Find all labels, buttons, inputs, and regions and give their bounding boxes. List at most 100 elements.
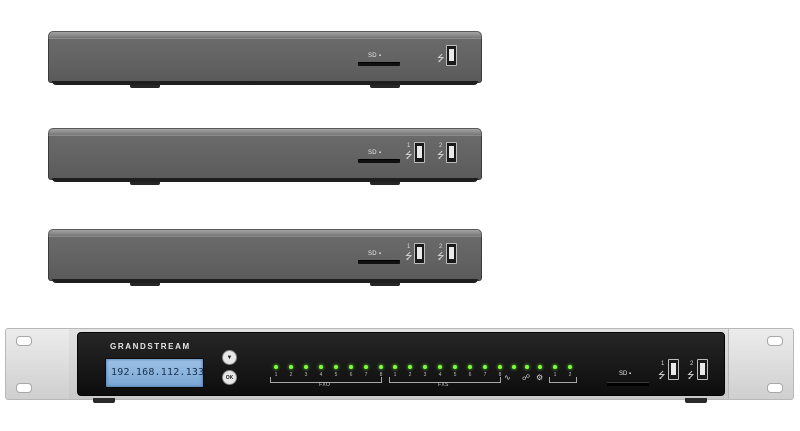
- usb-icon: ⭍: [437, 53, 445, 63]
- down-button[interactable]: ▼: [222, 350, 237, 365]
- ethernet-link-icon: ⚙: [536, 373, 544, 382]
- unit-foot: [370, 85, 400, 88]
- sd-card-slot[interactable]: [358, 159, 400, 163]
- unit-base: [52, 81, 478, 85]
- usb-port-number: 1: [407, 244, 411, 250]
- fxo-led-4: [319, 365, 323, 369]
- rack-ear-left: [5, 328, 71, 400]
- fxs-port-number: 5: [453, 372, 457, 378]
- unit-front-face: [48, 236, 482, 281]
- fxo-port-number: 4: [319, 372, 323, 378]
- usb-port-number: 1: [407, 143, 411, 149]
- fxs-port-number: 1: [393, 372, 397, 378]
- unit-foot: [130, 182, 160, 185]
- mount-hole: [16, 383, 32, 393]
- fxs-bracket: [389, 377, 501, 383]
- unit-foot: [370, 283, 400, 286]
- ok-button[interactable]: OK: [222, 370, 237, 385]
- usb-icon: ⭍: [405, 150, 413, 160]
- fxo-led-1: [274, 365, 278, 369]
- unit-top-edge: [48, 31, 482, 39]
- fxs-port-number: 7: [483, 372, 487, 378]
- sd-card-slot[interactable]: [358, 260, 400, 264]
- unit-foot: [130, 85, 160, 88]
- chevron-down-icon: ▼: [226, 354, 233, 361]
- fxs-led-3: [423, 365, 427, 369]
- rack-foot: [685, 398, 707, 403]
- network-led: [525, 365, 529, 369]
- fxs-led-4: [438, 365, 442, 369]
- fxs-led-2: [408, 365, 412, 369]
- usb-icon: ⭍: [437, 251, 445, 261]
- unit-top-edge: [48, 229, 482, 237]
- fxs-led-8: [498, 365, 502, 369]
- fxs-led-6: [468, 365, 472, 369]
- usb-icon: ⭍: [658, 370, 666, 380]
- fxs-led-5: [453, 365, 457, 369]
- usb-port[interactable]: [446, 45, 457, 66]
- sd-slot-label: SD ▪: [619, 371, 632, 377]
- signal-wave-icon: ∿: [504, 373, 511, 382]
- fxo-led-8: [379, 365, 383, 369]
- usb-icon: ⭍: [687, 370, 695, 380]
- fxs-port-number: 3: [423, 372, 427, 378]
- sd-slot-label: SD ▪: [368, 251, 382, 257]
- usb-port-1[interactable]: [414, 243, 425, 264]
- rack-ear-right: [728, 328, 794, 400]
- usb-port-1[interactable]: [414, 142, 425, 163]
- sd-slot-label: SD ▪: [368, 53, 382, 59]
- fxo-led-6: [349, 365, 353, 369]
- status-led: [512, 365, 516, 369]
- fxo-port-number: 3: [304, 372, 308, 378]
- desktop-unit-3: SD ▪ 1 ⭍ 2 ⭍: [48, 229, 482, 287]
- usb-port-2[interactable]: [446, 142, 457, 163]
- unit-foot: [370, 182, 400, 185]
- unit-foot: [130, 283, 160, 286]
- rack-mount-unit: GRANDSTREAM 192.168.112.133 ▼ OK FXO FXS…: [5, 328, 794, 408]
- network-icon: ☍: [522, 373, 531, 382]
- usb-port-2[interactable]: [697, 359, 708, 380]
- desktop-unit-1: SD ▪ ⭍: [48, 31, 482, 89]
- fxs-port-number: 6: [468, 372, 472, 378]
- sd-slot-label: SD ▪: [368, 150, 382, 156]
- fxo-port-number: 1: [274, 372, 278, 378]
- fxo-led-7: [364, 365, 368, 369]
- eth-port-number: 2: [568, 372, 572, 378]
- mount-hole: [16, 336, 32, 346]
- fxo-port-number: 5: [334, 372, 338, 378]
- unit-front-face: [48, 38, 482, 83]
- rack-front-panel: GRANDSTREAM 192.168.112.133 ▼ OK FXO FXS…: [77, 332, 725, 396]
- usb-port-1[interactable]: [668, 359, 679, 380]
- fxs-led-7: [483, 365, 487, 369]
- fxo-bracket: [270, 377, 382, 383]
- fxs-port-number: 4: [438, 372, 442, 378]
- usb-icon: ⭍: [405, 251, 413, 261]
- desktop-unit-2: SD ▪ 1 ⭍ 2 ⭍: [48, 128, 482, 186]
- sd-card-slot[interactable]: [358, 62, 400, 66]
- unit-base: [52, 178, 478, 182]
- sd-card-slot[interactable]: [607, 382, 649, 386]
- rack-foot: [93, 398, 115, 403]
- unit-base: [52, 279, 478, 283]
- fxs-port-number: 8: [498, 372, 502, 378]
- eth-led-1: [553, 365, 557, 369]
- usb-icon: ⭍: [437, 150, 445, 160]
- fxo-port-number: 6: [349, 372, 353, 378]
- eth-port-number: 1: [553, 372, 557, 378]
- mount-hole: [767, 336, 783, 346]
- usb-port-2[interactable]: [446, 243, 457, 264]
- fxo-led-3: [304, 365, 308, 369]
- fxo-port-number: 7: [364, 372, 368, 378]
- usb-port-number: 2: [439, 244, 443, 250]
- fxo-led-5: [334, 365, 338, 369]
- fxo-led-2: [289, 365, 293, 369]
- lcd-ip-address: 192.168.112.133: [111, 367, 205, 378]
- fxo-label: FXO: [319, 382, 331, 388]
- fxs-port-number: 2: [408, 372, 412, 378]
- power-led: [538, 365, 542, 369]
- usb-port-number: 2: [690, 361, 694, 367]
- usb-port-number: 1: [661, 361, 665, 367]
- usb-port-number: 2: [439, 143, 443, 149]
- fxo-port-number: 2: [289, 372, 293, 378]
- fxs-led-1: [393, 365, 397, 369]
